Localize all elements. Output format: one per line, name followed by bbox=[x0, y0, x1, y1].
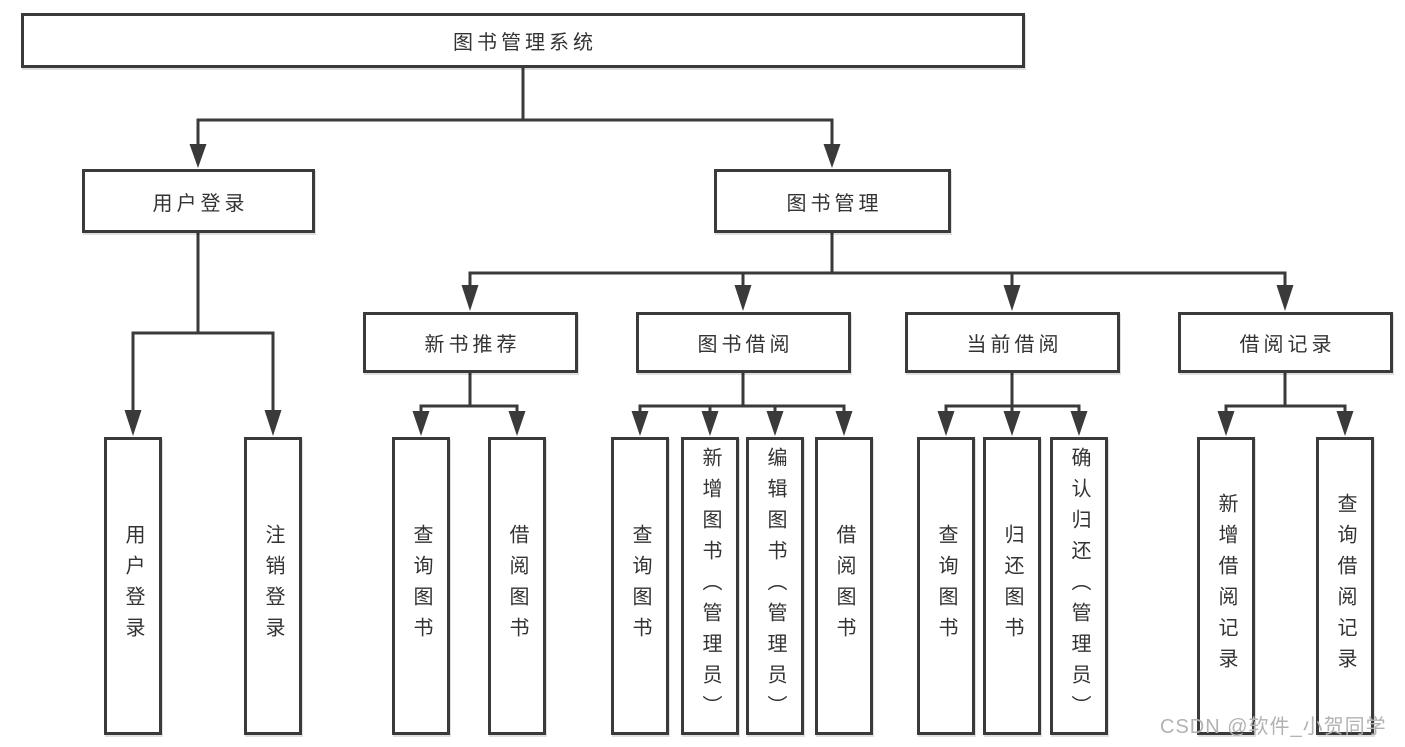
leaf-query-books-3: 查询图书 bbox=[917, 437, 975, 735]
leaf-edit-book-admin-label: 编辑图书（管理员） bbox=[764, 446, 786, 726]
leaf-confirm-return-admin-label: 确认归还（管理员） bbox=[1068, 446, 1090, 726]
leaf-query-books-3-label: 查询图书 bbox=[935, 524, 957, 648]
csdn-watermark: CSDN @软件_小贺同学 bbox=[1160, 716, 1387, 738]
leaf-logout: 注销登录 bbox=[244, 437, 302, 735]
leaf-query-borrow-record: 查询借阅记录 bbox=[1316, 437, 1374, 735]
leaf-return-book-label: 归还图书 bbox=[1001, 524, 1023, 648]
node-book-management: 图书管理 bbox=[714, 169, 951, 233]
node-user-login: 用户登录 bbox=[82, 169, 315, 233]
leaf-return-book: 归还图书 bbox=[983, 437, 1041, 735]
leaf-add-borrow-record-label: 新增借阅记录 bbox=[1215, 493, 1237, 679]
leaf-borrow-books-1: 借阅图书 bbox=[488, 437, 546, 735]
leaf-add-book-admin-label: 新增图书（管理员） bbox=[699, 446, 721, 726]
leaf-add-book-admin: 新增图书（管理员） bbox=[681, 437, 739, 735]
leaf-query-books-1: 查询图书 bbox=[392, 437, 450, 735]
node-current-borrow: 当前借阅 bbox=[905, 312, 1120, 373]
leaf-user-login-label: 用户登录 bbox=[122, 524, 144, 648]
node-book-borrow: 图书借阅 bbox=[636, 312, 851, 373]
node-new-book-recommend: 新书推荐 bbox=[363, 312, 578, 373]
node-borrow-records: 借阅记录 bbox=[1178, 312, 1393, 373]
leaf-logout-label: 注销登录 bbox=[262, 524, 284, 648]
leaf-user-login: 用户登录 bbox=[104, 437, 162, 735]
leaf-confirm-return-admin: 确认归还（管理员） bbox=[1050, 437, 1108, 735]
leaf-borrow-books-2: 借阅图书 bbox=[815, 437, 873, 735]
leaf-query-books-1-label: 查询图书 bbox=[410, 524, 432, 648]
leaf-add-borrow-record: 新增借阅记录 bbox=[1197, 437, 1255, 735]
leaf-query-books-2-label: 查询图书 bbox=[629, 524, 651, 648]
leaf-query-books-2: 查询图书 bbox=[611, 437, 669, 735]
leaf-edit-book-admin: 编辑图书（管理员） bbox=[746, 437, 804, 735]
leaf-borrow-books-2-label: 借阅图书 bbox=[833, 524, 855, 648]
leaf-query-borrow-record-label: 查询借阅记录 bbox=[1334, 493, 1356, 679]
leaf-borrow-books-1-label: 借阅图书 bbox=[506, 524, 528, 648]
node-root: 图书管理系统 bbox=[21, 13, 1025, 68]
